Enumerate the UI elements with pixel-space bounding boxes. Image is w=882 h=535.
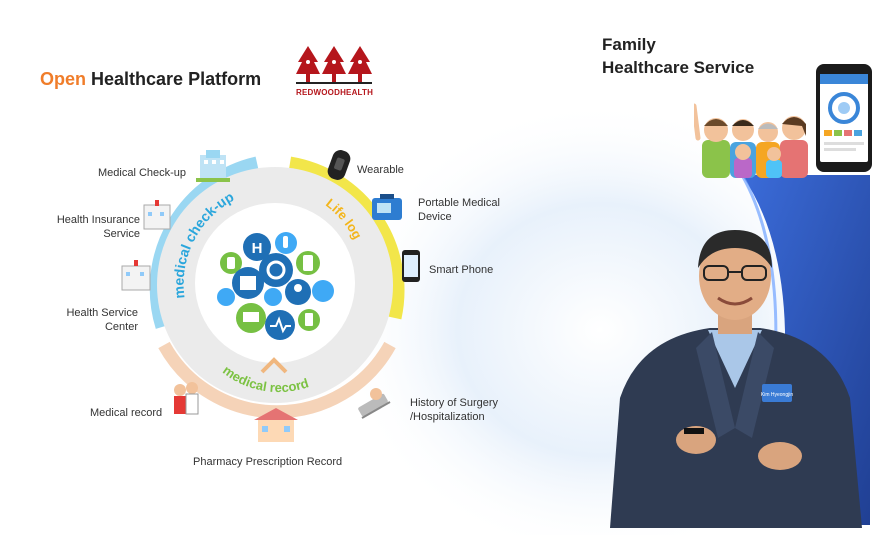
- clicker-icon: [684, 428, 704, 434]
- portable-device-icon: [372, 194, 402, 220]
- logo-wordmark: REDWOODHEALTH: [296, 88, 374, 97]
- stethoscope-icon: [259, 253, 293, 287]
- presenter-right-hand: [758, 442, 802, 470]
- name-badge: [762, 384, 792, 402]
- wearable-band-icon: [327, 150, 351, 180]
- redwood-logo-icon: [296, 46, 372, 84]
- smartphone-mockup: [816, 64, 872, 172]
- platform-diagram: medical check-up Life log medical record…: [121, 150, 420, 442]
- family-title-line2: Healthcare Service: [602, 58, 755, 77]
- label-wearable: Wearable: [357, 164, 404, 176]
- family-title-line1: Family: [602, 35, 656, 54]
- medical-record-people-icon: [174, 382, 199, 415]
- family-members: [694, 103, 808, 178]
- smartphone-small-icon: [402, 250, 420, 282]
- health-service-center-icon: [121, 260, 151, 291]
- family-illustration: [694, 103, 808, 178]
- label-pharmacy: Pharmacy Prescription Record: [193, 456, 343, 468]
- chat-icon: [217, 288, 235, 306]
- platform-title: Open Healthcare Platform: [40, 69, 261, 90]
- platform-title-rest: Healthcare Platform: [86, 69, 262, 89]
- platform-title-accent: Open: [40, 69, 87, 89]
- hospital-h-letter: H: [252, 240, 263, 257]
- health-insurance-building-icon: [143, 200, 171, 230]
- label-smartphone: Smart Phone: [429, 264, 494, 276]
- checkup-ring: [149, 156, 259, 329]
- hospital-h-icon: [243, 233, 271, 261]
- presenter-photo: Kim Hyeongjin: [610, 230, 862, 528]
- chevron-up-icon: [260, 357, 288, 374]
- wifi-icon: [264, 288, 282, 306]
- medical-checkup-building-icon: [196, 150, 230, 182]
- pharmacy-building-icon: [254, 408, 298, 442]
- presenter-hair: [698, 230, 772, 268]
- presenter-shirt: [708, 330, 762, 388]
- label-surgery: History of Surgery/Hospitalization: [410, 397, 499, 423]
- label-medical-checkup: Medical Check-up: [98, 167, 187, 179]
- name-badge-text: Kim Hyeongjin: [761, 392, 793, 398]
- presenter-face: [699, 232, 771, 320]
- center-bubble-cluster: H: [217, 232, 334, 340]
- label-medical-record: Medical record: [90, 407, 163, 419]
- surgery-bed-icon: [358, 388, 391, 419]
- pill-icon: [312, 280, 334, 302]
